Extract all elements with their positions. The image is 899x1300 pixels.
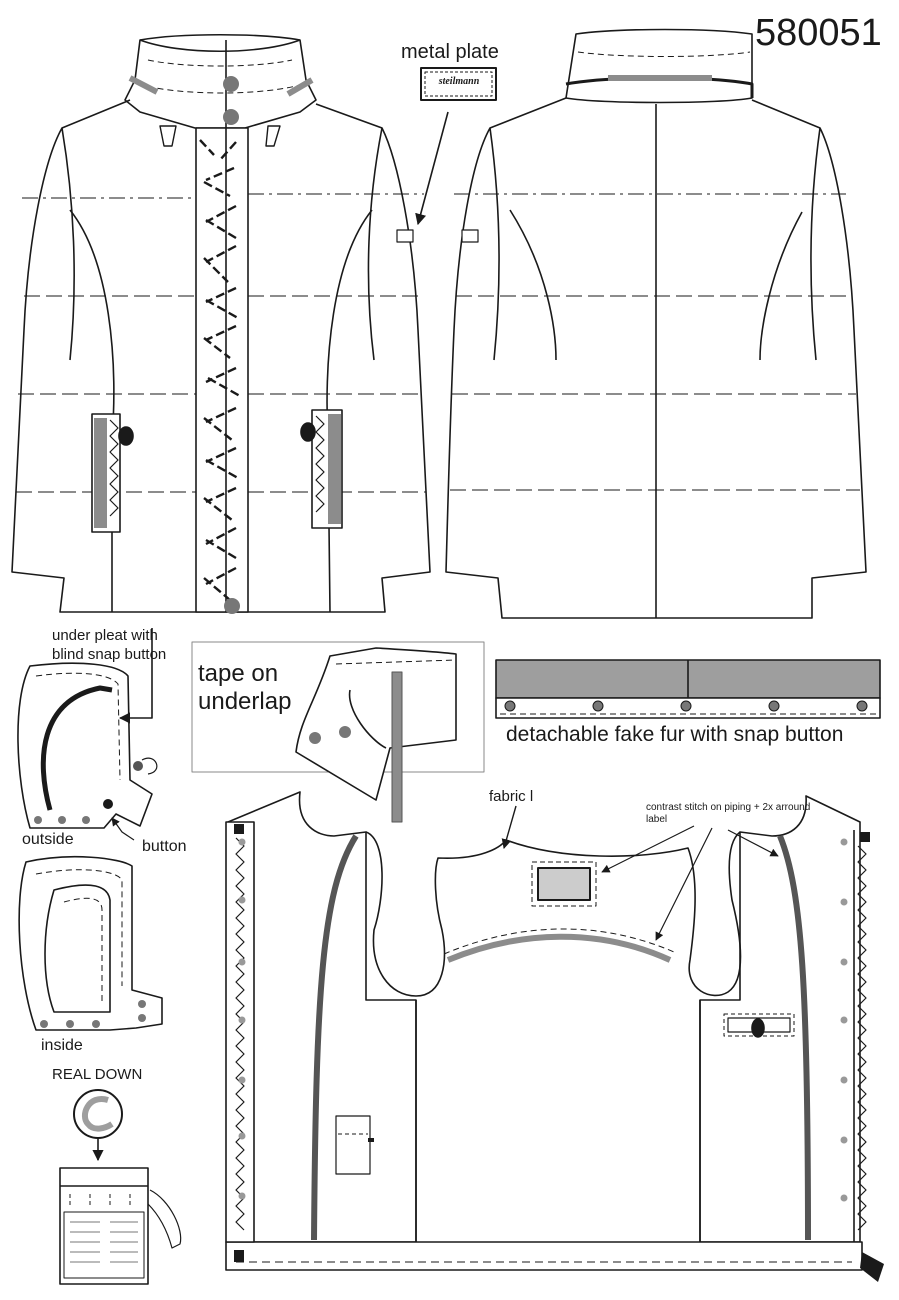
label-icon bbox=[537, 867, 591, 901]
detachable-fur bbox=[495, 659, 881, 719]
style-number: 580051 bbox=[755, 12, 882, 54]
lining-view bbox=[225, 791, 884, 1282]
real-down-label bbox=[59, 1089, 182, 1285]
front-jacket bbox=[11, 33, 431, 614]
metal-plate-label: metal plate bbox=[401, 41, 499, 63]
metal-plate-label-icon bbox=[420, 67, 497, 101]
back-jacket bbox=[445, 28, 867, 619]
fabric-label: fabric l bbox=[489, 788, 534, 805]
snap-button-icon bbox=[751, 1018, 765, 1038]
contrast-stitch-label: contrast stitch on piping + 2x arround l… bbox=[646, 802, 811, 825]
outside-label: outside bbox=[22, 831, 74, 848]
button-label: button bbox=[142, 838, 187, 855]
under-pleat-label: under pleat with blind snap button bbox=[52, 627, 167, 663]
real-down-text: REAL DOWN bbox=[52, 1066, 143, 1083]
plate-brand-text: steilmann bbox=[438, 76, 480, 87]
zipper-icon bbox=[235, 837, 245, 1231]
detachable-fur-label: detachable fake fur with snap button bbox=[506, 723, 844, 746]
tape-underlap-label: tape on underlap bbox=[198, 660, 292, 715]
inside-label: inside bbox=[41, 1037, 83, 1054]
hood-outside bbox=[17, 628, 158, 841]
hood-inside bbox=[18, 855, 163, 1031]
